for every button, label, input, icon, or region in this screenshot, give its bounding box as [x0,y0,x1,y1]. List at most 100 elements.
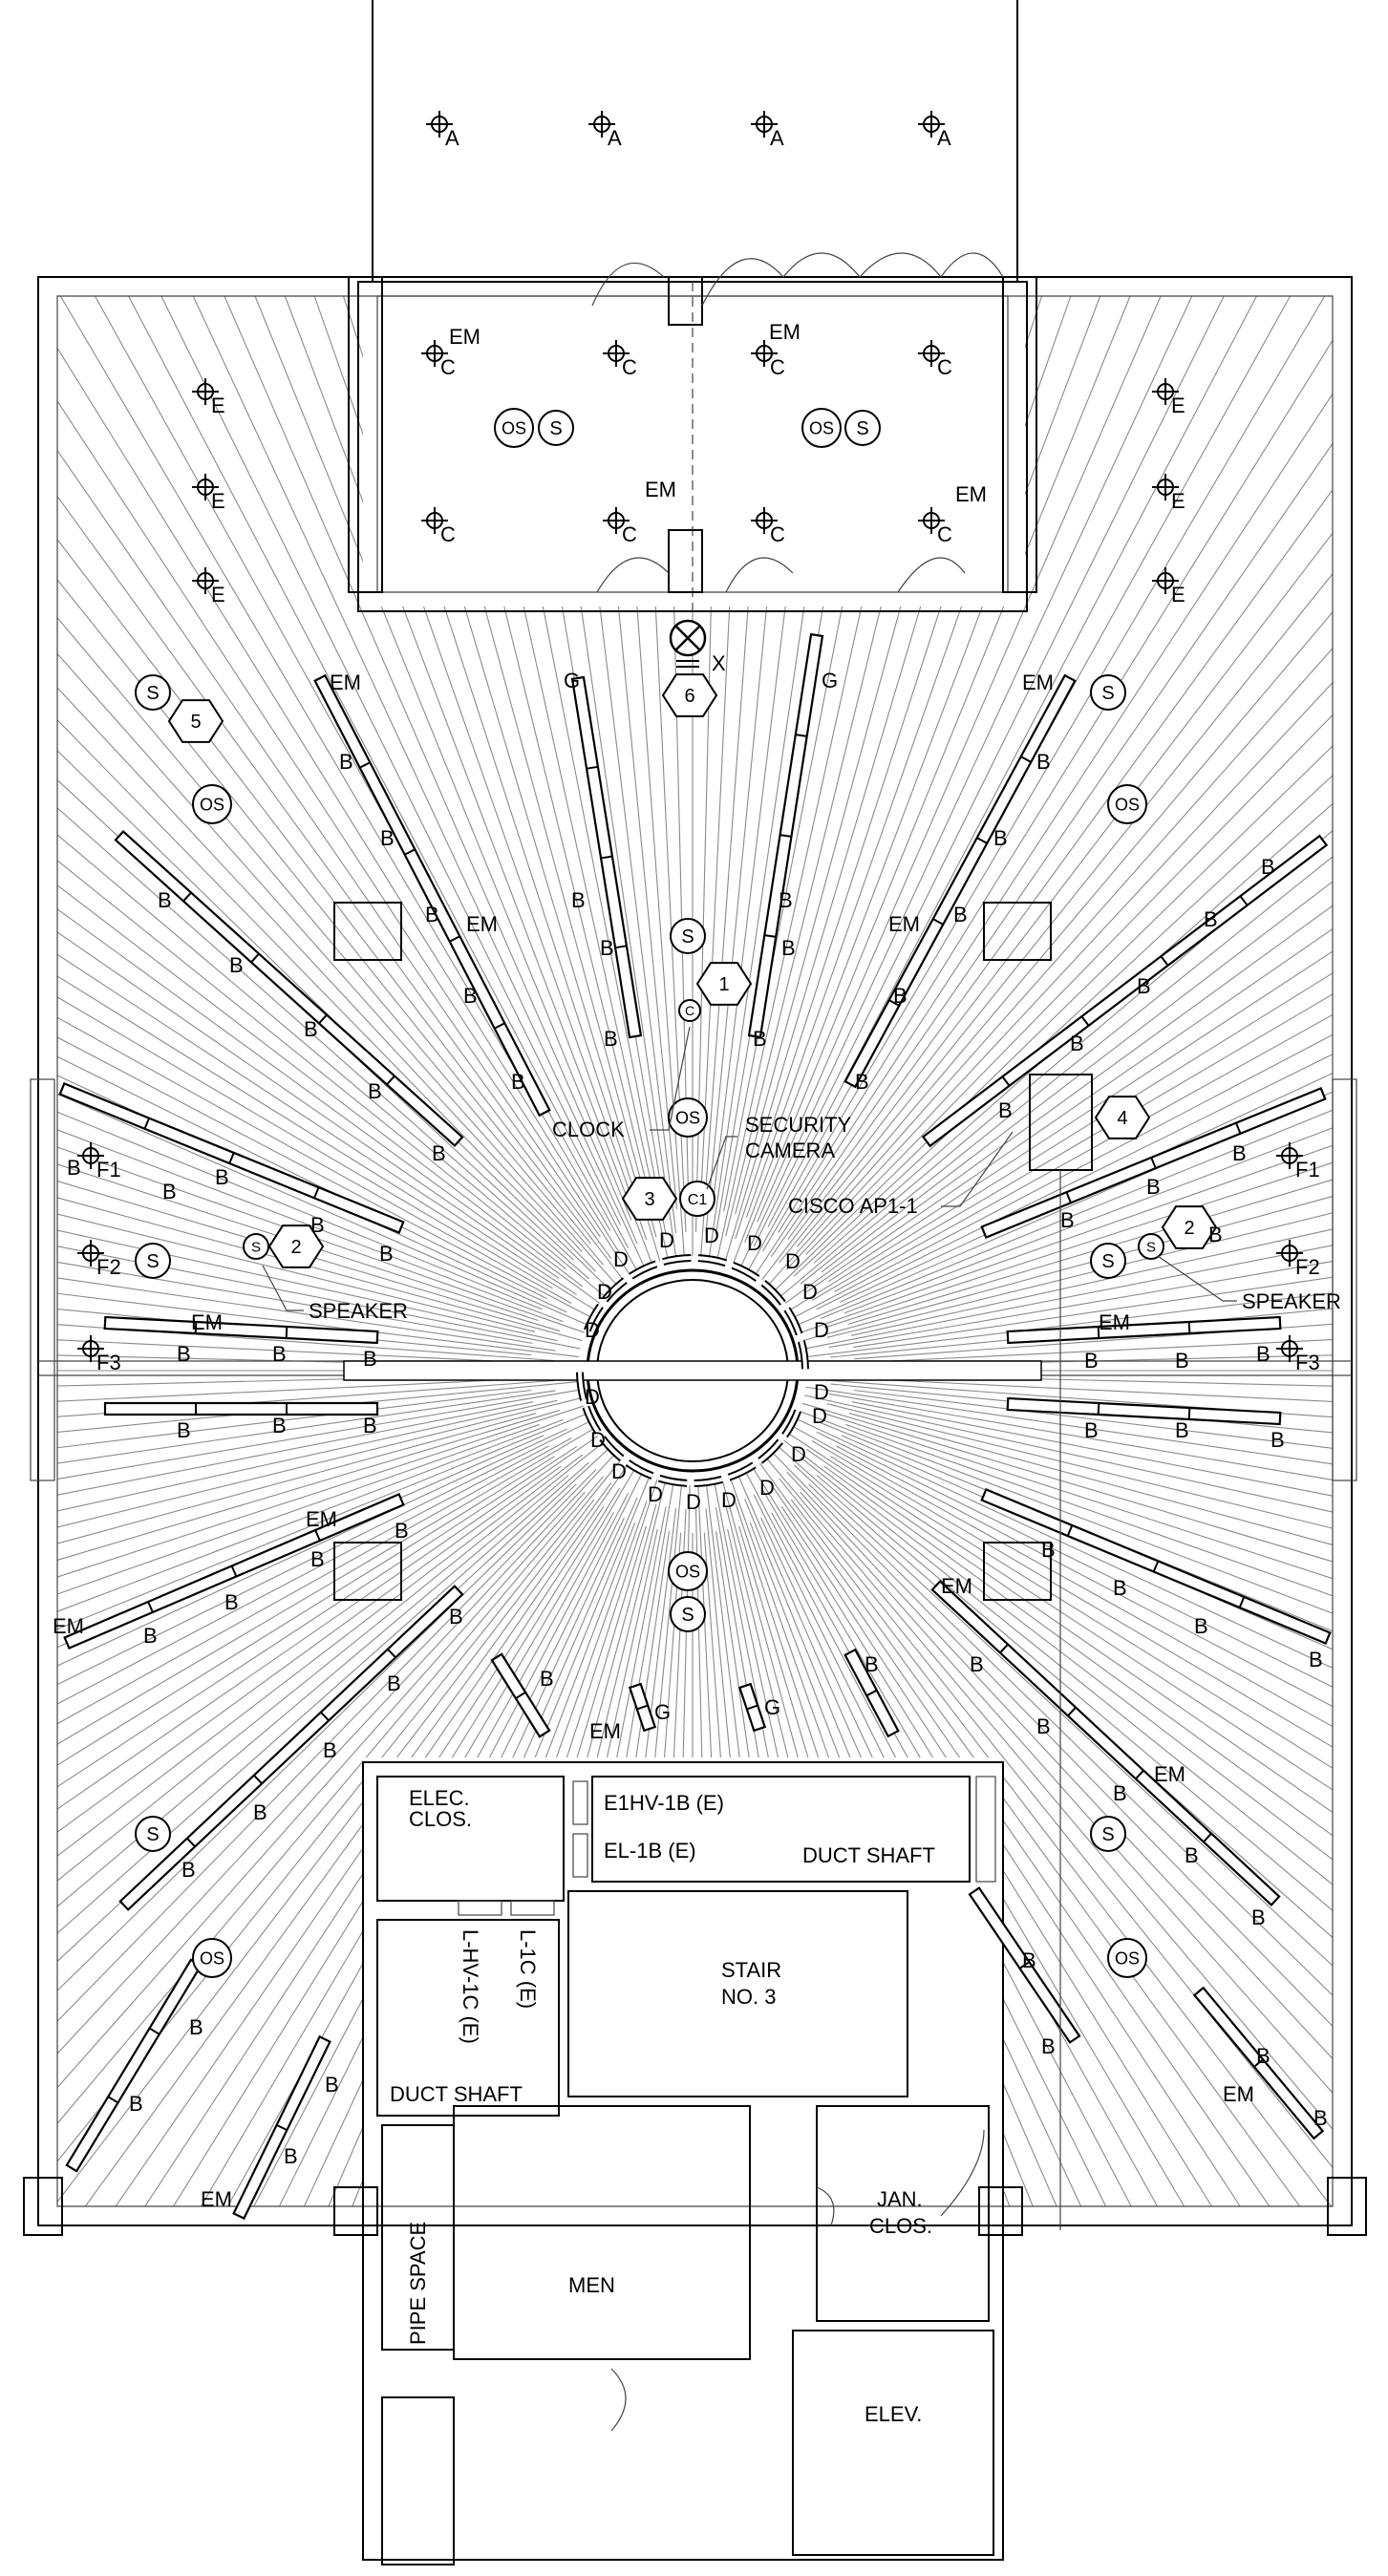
fixture-bar-joint [250,952,260,964]
fixture-label-b: B [1251,1905,1266,1929]
el1b-label: EL-1B (E) [604,1839,696,1863]
floor-ray [56,1093,588,1326]
fixture-label-b: B [158,888,172,912]
tag-hexagon-text: 2 [290,1237,301,1258]
fixture-label-b: B [1041,1538,1056,1562]
fixture-label-b: B [143,1624,158,1648]
fixture-label-em: EM [941,1574,972,1598]
speaker-icon: S [670,918,706,954]
floor-ray [823,1413,1334,1580]
speaker-icon-text: S [251,1239,261,1255]
fixture-label-b: B [224,1590,239,1614]
tag-hexagon-shape [695,962,753,1006]
fixture-bar-body [103,1315,379,1345]
fixture-bar-joint [614,945,628,949]
occupancy-sensor-shape [494,408,534,448]
speaker-icon-shape [1090,1816,1126,1852]
fixture-bar-joint [1001,1075,1011,1087]
downlight-segment-inner [662,1256,692,1265]
light-fixture-bar [58,1082,405,1234]
fixture-label-d: D [648,1482,663,1506]
tag-hexagon-text: 6 [684,686,694,707]
speaker-icon-text: S [1101,1251,1114,1272]
tag-hexagon: 6 [661,673,718,717]
downlight-segment-inner [782,1410,801,1437]
fixture-label-b: B [304,1017,318,1041]
floor-ray [56,1389,580,1480]
fixture-label-b: B [1185,1843,1199,1867]
occupancy-sensor: OS [494,408,534,448]
speaker-icon-shape [135,1816,171,1852]
fixture-label-em: EM [201,2187,232,2211]
floor-ray [84,1481,612,2207]
floor-ray [56,1016,572,1305]
fixture-bar-joint [1066,1524,1074,1537]
fixture-bar-joint [387,1648,396,1659]
occupancy-sensor-shape [801,408,842,448]
fixture-bar-joint [318,1013,328,1025]
fixture-label-b: B [1022,1948,1036,1972]
floor-ray [744,295,1131,1243]
fixture-label-g: G [654,1700,671,1724]
pendant-type-label: C [622,522,637,546]
floor-ray [816,1431,1334,1688]
floor-ray [793,1033,1334,1318]
light-fixture-bar [103,1315,379,1345]
floor-ray [850,1228,1334,1336]
speaker-annotation-right: SPEAKER [1242,1289,1341,1313]
pendant-fixture-c: C [751,340,785,379]
floor-ray [800,1491,1334,2094]
floor-ray [811,1440,1334,1748]
fixture-bar-joint [194,1321,198,1334]
fixture-label-b: B [310,1213,325,1237]
annotations: CLOCK SECURITY CAMERA CISCO AP1-1 SPEAKE… [262,1026,1341,2230]
fixture-bar-joint [1018,1961,1031,1969]
fixture-bar-joint [320,1711,330,1722]
speaker-icon: S [1090,674,1126,711]
occupancy-sensor-text: OS [675,1562,700,1581]
exit-cross-b [674,625,701,651]
fixture-label-b: B [993,826,1008,850]
floor-ray [827,950,1334,1283]
tag-hexagon: 1 [695,962,753,1006]
occupancy-sensor-text: OS [1115,795,1140,814]
light-fixture-bar [968,1886,1081,2044]
floor-ray [826,1212,1334,1338]
pendant-type-label: F2 [96,1255,121,1279]
jan-clos-label-2: CLOS. [869,2214,932,2238]
fixture-bar-joint [313,1186,320,1199]
pendant-fixture-e: E [192,474,225,513]
fixture-label-b: B [325,2073,339,2097]
duct-shaft-label-2: DUCT SHAFT [390,2082,523,2106]
floor-ray [808,1483,1334,1996]
pendant-type-label: E [211,489,225,513]
tag-hexagon: 2 [1161,1205,1218,1249]
fixture-label-b: B [1070,1032,1084,1055]
floor-ray [56,1454,584,1857]
pendant-fixture-e: E [1152,567,1185,607]
fixture-bar-joint [746,1704,758,1711]
entry-mask [373,0,1017,282]
fixture-label-b: B [540,1667,554,1691]
fixture-label-b: B [129,2092,143,2116]
floor-ray [56,1405,585,1578]
pendant-fixture-e: E [1152,378,1185,417]
floor-ray [56,1413,587,1630]
fixture-label-b: B [1060,1208,1075,1232]
room-labels: ELEC. CLOS. E1HV-1B (E) EL-1B (E) DUCT S… [390,1786,935,2426]
tag-hexagon: 3 [621,1177,678,1221]
fixture-label-b: B [272,1342,287,1366]
light-fixture-bar [118,1585,464,1911]
speaker-icon: S [1090,1243,1126,1279]
pendant-fixture-c: C [918,507,952,546]
lhv1c-label: L-HV-1C (E) [459,1929,482,2044]
fixture-bar-joint [976,837,988,844]
fixture-label-b: B [1084,1418,1099,1442]
tag-hexagon-shape [1161,1205,1218,1249]
light-fixture-bar [63,1493,405,1650]
speaker-icon-shape [135,1243,171,1279]
stair-label-1: STAIR [721,1958,781,1982]
fixture-label-em: EM [589,1719,621,1743]
floor-ray [848,1413,1334,1545]
speaker-icon: S [1138,1233,1164,1260]
